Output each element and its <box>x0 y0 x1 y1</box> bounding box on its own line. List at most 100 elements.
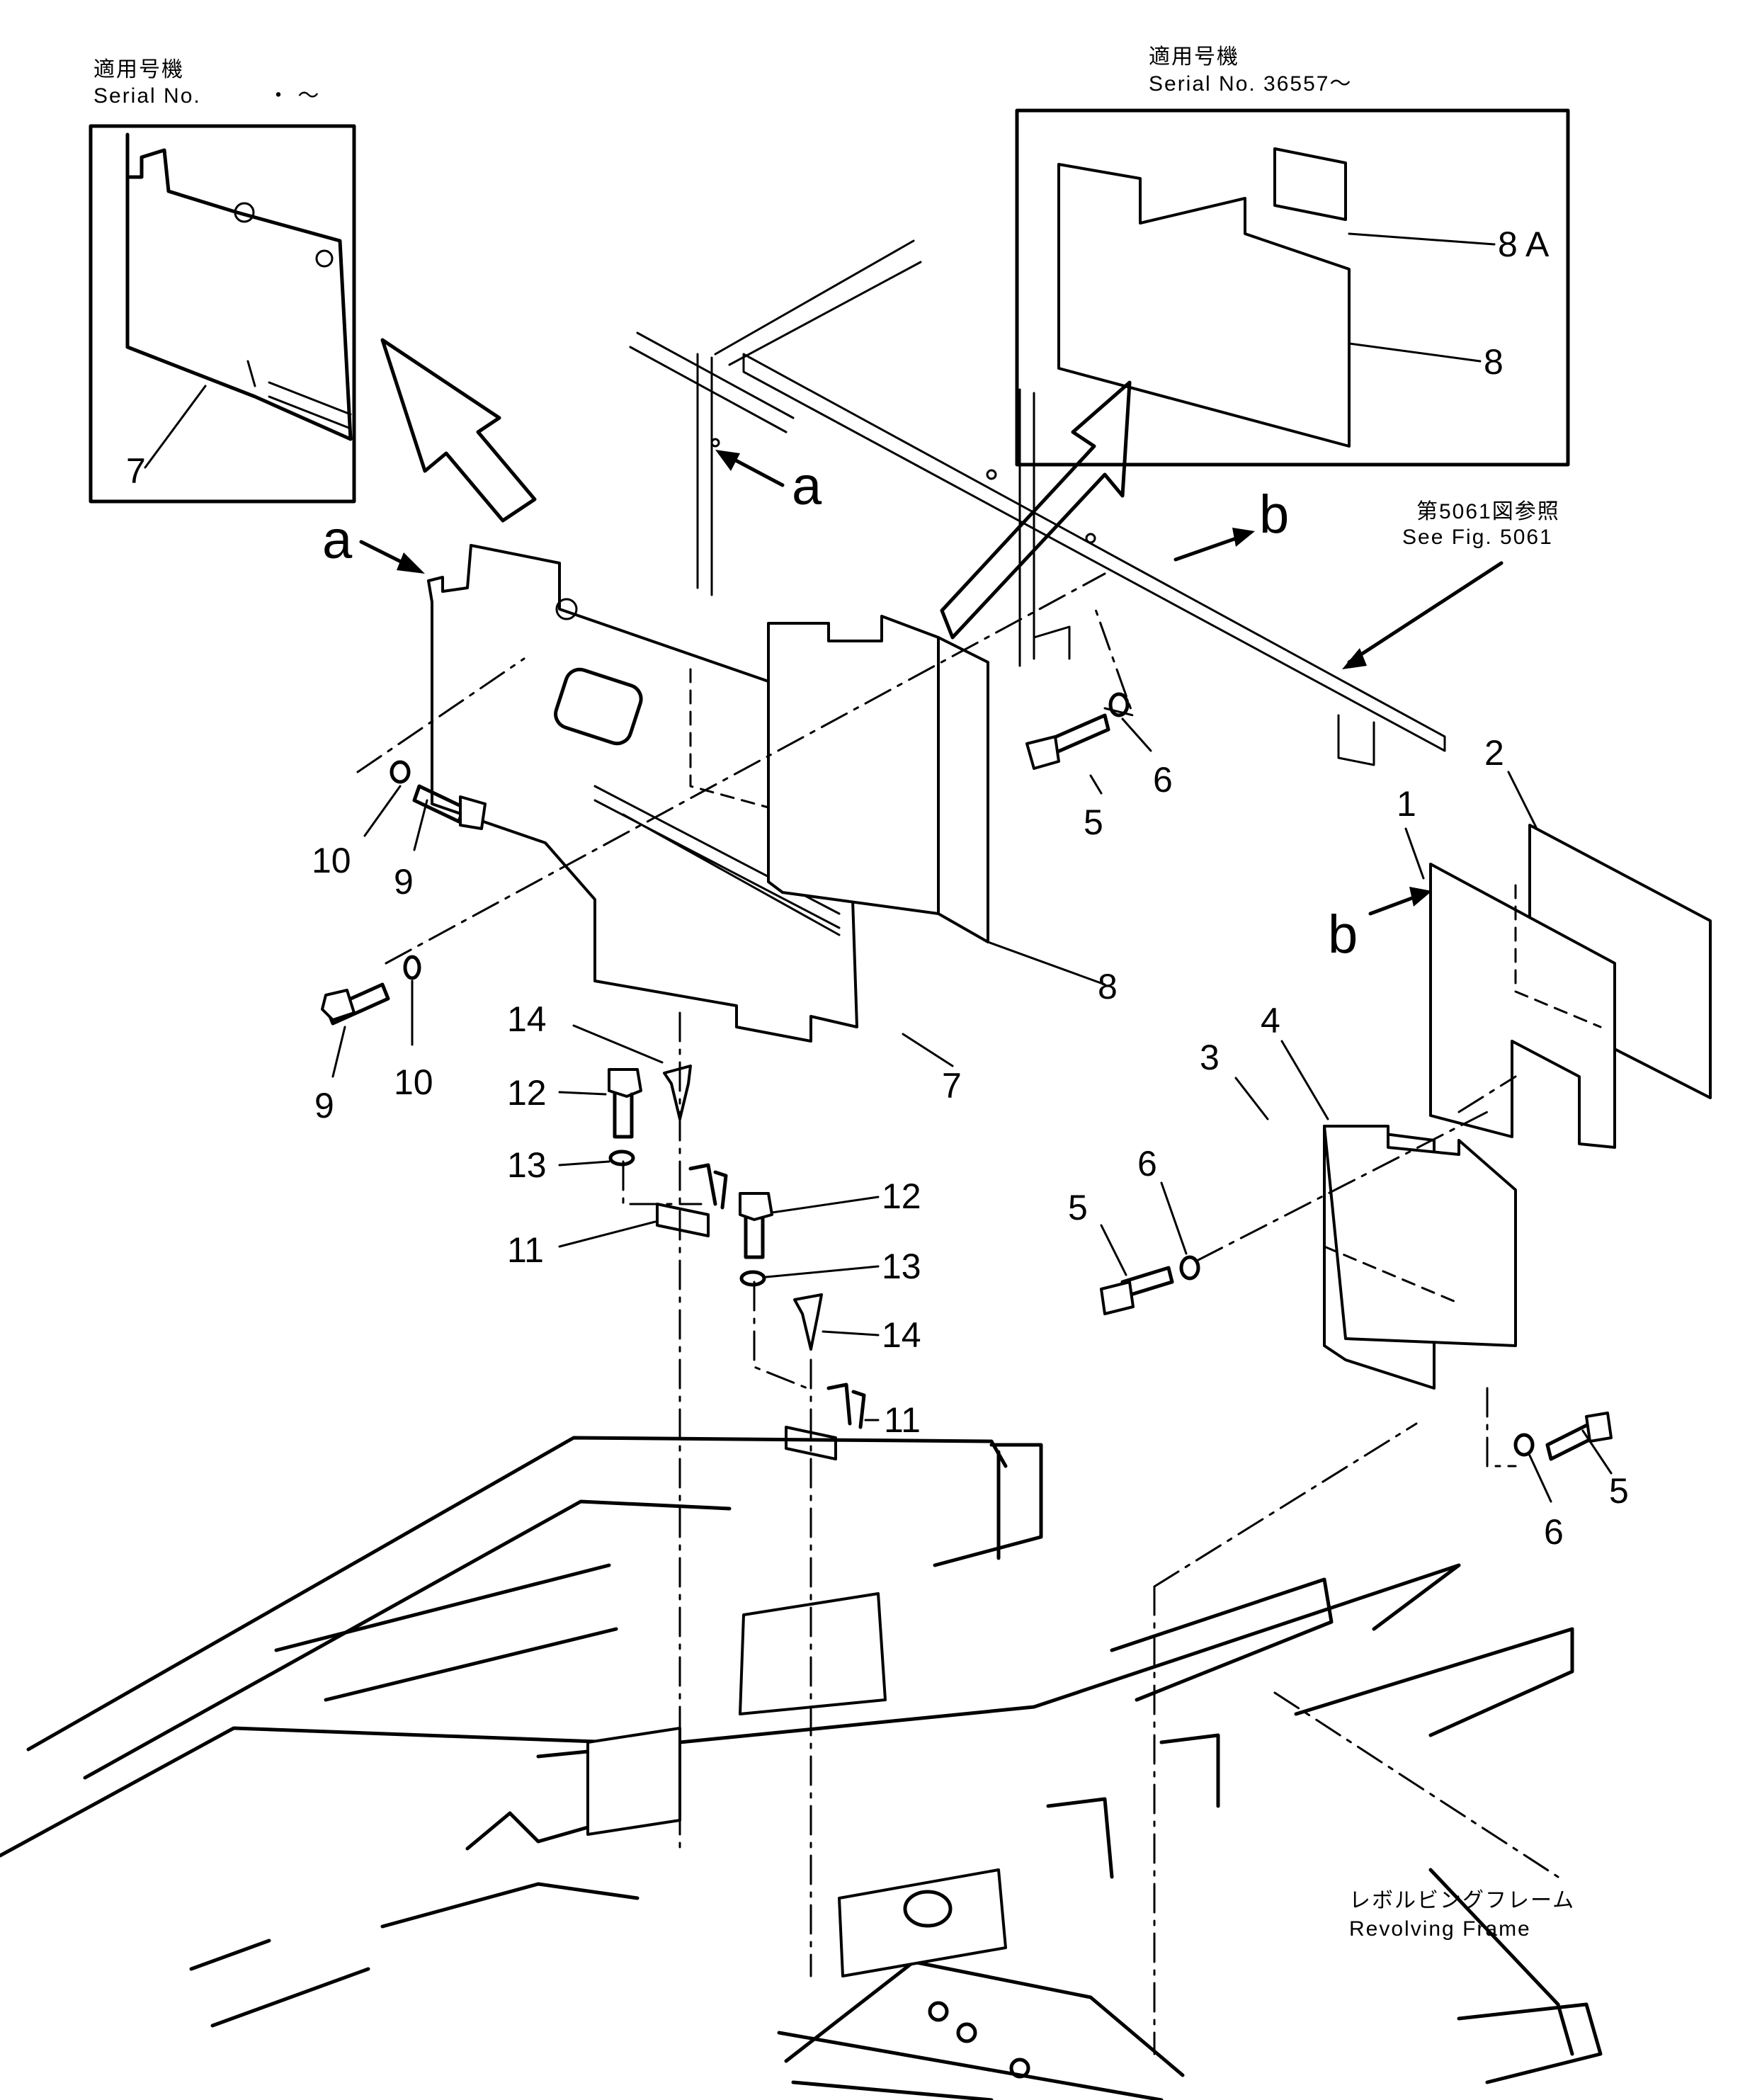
frame-beam <box>1294 1627 1574 1737</box>
revolving-frame <box>0 1436 1603 2100</box>
washer-10 <box>403 955 421 980</box>
bolt-5 <box>1545 1421 1596 1461</box>
frame-beam <box>536 1563 1461 1759</box>
part-5-left: 5 <box>1068 1188 1088 1227</box>
washer-13 <box>608 1150 635 1167</box>
bracket-c <box>838 1868 1007 1977</box>
part-5-right: 5 <box>1609 1471 1629 1511</box>
inset-right: 適用号機 Serial No. 36557～ 8 A 8 <box>1015 45 1570 467</box>
mounting-lines <box>356 572 1559 2055</box>
part-10-lower: 10 <box>394 1062 433 1102</box>
bolt-head-12 <box>739 1192 773 1221</box>
frame-beam <box>1110 1577 1334 1702</box>
view-arrowhead-b <box>1409 887 1432 907</box>
leader-6 <box>1528 1454 1552 1503</box>
panel-window <box>554 667 643 746</box>
washer-6 <box>1108 692 1130 717</box>
bracket-c <box>586 1727 681 1836</box>
leader-9 <box>413 799 428 851</box>
inset-left-serial-en: Serial No. <box>93 84 201 108</box>
frame-beam <box>274 1563 618 1702</box>
mount-line <box>1486 1387 1517 1468</box>
clip-11-tab <box>688 1163 728 1210</box>
inset-left-hole <box>315 249 334 268</box>
reference-note-en: See Fig. 5061 <box>1402 526 1553 549</box>
inset-left-frame <box>89 124 356 504</box>
frame-edge <box>189 1939 370 2028</box>
leader-14 <box>822 1330 880 1336</box>
washer-6 <box>1179 1255 1200 1281</box>
part-11-lower: 11 <box>884 1400 921 1440</box>
frame-edge <box>1428 1868 1574 2056</box>
part-5-upper: 5 <box>1084 802 1103 842</box>
view-arrow-right <box>940 380 1132 640</box>
inset-right-pad-8a <box>1273 147 1347 221</box>
leader-13 <box>765 1265 880 1278</box>
part-6-right: 6 <box>1544 1512 1564 1552</box>
inset-left-leader <box>144 385 207 469</box>
leader-1 <box>1404 827 1425 880</box>
view-letter-b-panel: b <box>1328 904 1358 965</box>
inset-right-pad-8 <box>1057 163 1351 448</box>
frame-hole <box>986 469 997 480</box>
part-8-main: 8 <box>1098 967 1118 1006</box>
pad-4 <box>1323 1125 1517 1347</box>
hidden-edge <box>689 668 770 809</box>
main-panel-7 <box>427 544 858 1043</box>
inset-left-serial-range: ・ ～ <box>268 84 320 108</box>
reference-note-jp: 第5061図参照 <box>1416 500 1560 523</box>
inset-right-part-8: 8 <box>1484 342 1504 382</box>
main-pad-8-side <box>937 636 989 943</box>
part-7-main: 7 <box>942 1066 962 1106</box>
frame-outline <box>0 1726 618 1858</box>
frame-edge <box>380 1882 640 1929</box>
mount-line <box>356 657 525 773</box>
part-14-lower: 14 <box>882 1315 921 1355</box>
panel-hole <box>555 598 578 620</box>
view-letter-a-main: a <box>322 510 353 570</box>
mount-line <box>1457 1075 1517 1113</box>
bolt-head-12 <box>608 1068 642 1098</box>
mount-line <box>1195 1111 1489 1262</box>
part-14-upper: 14 <box>507 999 547 1039</box>
washer-10 <box>390 760 411 784</box>
mount-line <box>753 1281 809 1390</box>
inset-right-serial-en: Serial No. 36557～ <box>1149 72 1352 96</box>
view-letter-b-frame: b <box>1259 484 1289 545</box>
frame-edge <box>784 1960 1185 2077</box>
leader-10 <box>363 785 402 837</box>
frame-outline <box>83 1499 732 1780</box>
bolt-head-5 <box>1025 735 1060 770</box>
inset-left: 適用号機 Serial No. ・ ～ 7 <box>89 58 356 504</box>
part-12-lower: 12 <box>882 1176 921 1216</box>
frame-beam <box>933 1443 1043 1567</box>
leader-14 <box>572 1024 664 1064</box>
reference-arrowhead <box>1342 648 1367 669</box>
frame-beam <box>629 331 795 433</box>
frame-step <box>465 1811 590 1851</box>
hidden-edge <box>1323 884 1602 1305</box>
inset-left-rail <box>246 360 352 430</box>
leader-2 <box>1507 771 1538 830</box>
bolt-12 <box>744 1216 765 1259</box>
frame-beam <box>714 239 922 366</box>
leader-12 <box>558 1091 607 1096</box>
frame-bolt <box>928 2001 949 2022</box>
mount-line <box>385 572 1106 965</box>
bolt-head-5 <box>1585 1412 1613 1443</box>
inset-left-hole <box>234 202 255 223</box>
part-13-upper: 13 <box>507 1145 547 1185</box>
part-10-upper: 10 <box>312 841 351 880</box>
part-1: 1 <box>1397 784 1416 824</box>
frame-plate <box>1046 1733 1220 1879</box>
frame-top-rail <box>742 353 1446 752</box>
part-3: 3 <box>1200 1038 1220 1077</box>
inset-right-serial-jp: 適用号機 <box>1149 45 1239 69</box>
leader-5 <box>1581 1429 1613 1475</box>
washer-13 <box>739 1270 766 1287</box>
frame-hole <box>1085 533 1096 544</box>
leader-12 <box>771 1196 880 1214</box>
view-arrow-left <box>380 338 537 523</box>
frame-bolt <box>956 2022 977 2043</box>
